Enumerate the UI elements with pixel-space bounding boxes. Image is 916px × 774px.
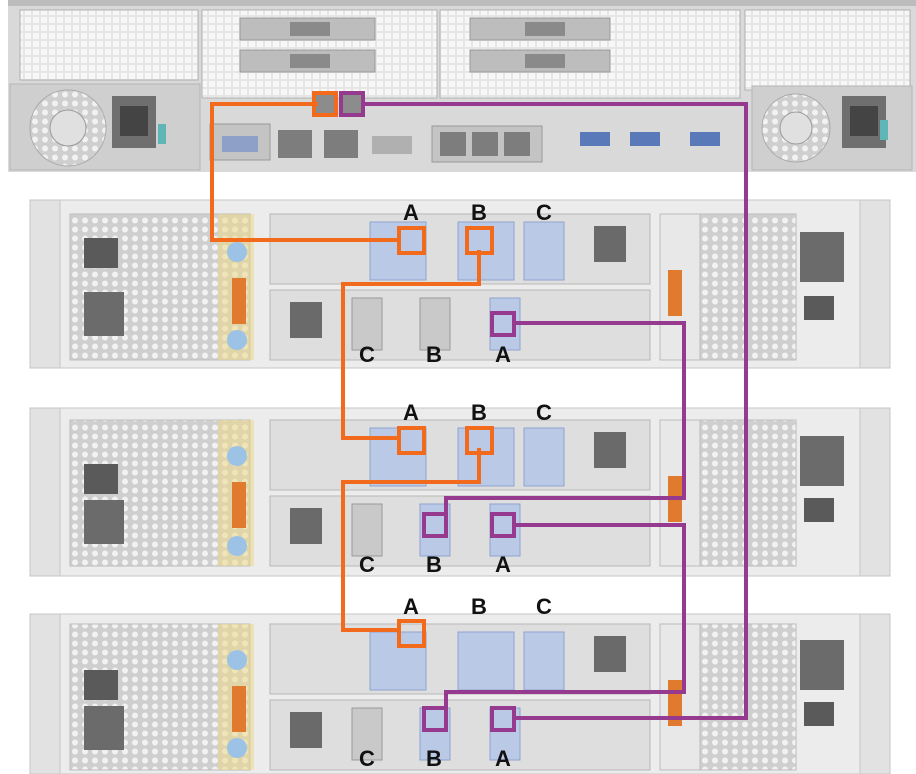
enclosure-3-lower-port-b — [422, 706, 448, 732]
storage-enclosure-2 — [29, 407, 891, 577]
server-psu-left — [9, 83, 201, 171]
enclosure-2-lower-label-b: B — [426, 552, 442, 577]
cable-path-orange — [210, 102, 481, 632]
enclosure-2-lower-port-b — [422, 512, 448, 538]
enclosure-3-lower-label-c: C — [359, 746, 375, 771]
enclosure-1-lower-label-a: A — [495, 342, 511, 367]
enclosure-3-upper-label-c: C — [536, 594, 552, 619]
enclosure-3-lower-port-a — [490, 706, 516, 732]
enclosure-1-lower-label-b: B — [426, 342, 442, 367]
enclosure-2-lower-label-c: C — [359, 552, 375, 577]
enclosure-2-lower-port-a — [490, 512, 516, 538]
server-psu-right — [751, 85, 913, 171]
port-highlights — [312, 91, 516, 732]
enclosure-3-lower-label-a: A — [495, 746, 511, 771]
enclosure-1-upper-port-a — [397, 226, 426, 255]
enclosure-1-upper-label-b: B — [471, 200, 487, 225]
enclosure-1-upper-label-a: A — [403, 200, 419, 225]
enclosure-1-upper-label-c: C — [536, 200, 552, 225]
port-labels: A B C C B A A B C C B A A B C C B A — [359, 200, 552, 771]
enclosure-1-lower-label-c: C — [359, 342, 375, 367]
storage-enclosure-3 — [29, 613, 891, 774]
enclosure-1-upper-port-b — [465, 226, 494, 255]
cable-path-purple — [364, 102, 748, 720]
enclosure-3-upper-label-b: B — [471, 594, 487, 619]
server-port-a — [314, 94, 336, 116]
server-port-b — [341, 94, 363, 116]
enclosure-2-upper-label-c: C — [536, 400, 552, 425]
server-io-ports — [209, 123, 720, 163]
enclosure-1-lower-port-a — [490, 311, 516, 337]
server-port-b-highlight — [339, 91, 365, 117]
enclosure-2-upper-label-a: A — [403, 400, 419, 425]
enclosure-3-upper-port-a — [397, 619, 426, 648]
enclosure-2-upper-port-a — [397, 426, 426, 455]
enclosure-2-upper-port-b — [465, 426, 494, 455]
server-pcie-slots — [19, 9, 911, 99]
enclosure-3-lower-label-b: B — [426, 746, 442, 771]
enclosure-3-upper-label-a: A — [403, 594, 419, 619]
enclosure-2-lower-label-a: A — [495, 552, 511, 577]
server-rear-panel — [8, 0, 916, 172]
enclosure-2-upper-label-b: B — [471, 400, 487, 425]
server-port-a-highlight — [312, 91, 338, 117]
